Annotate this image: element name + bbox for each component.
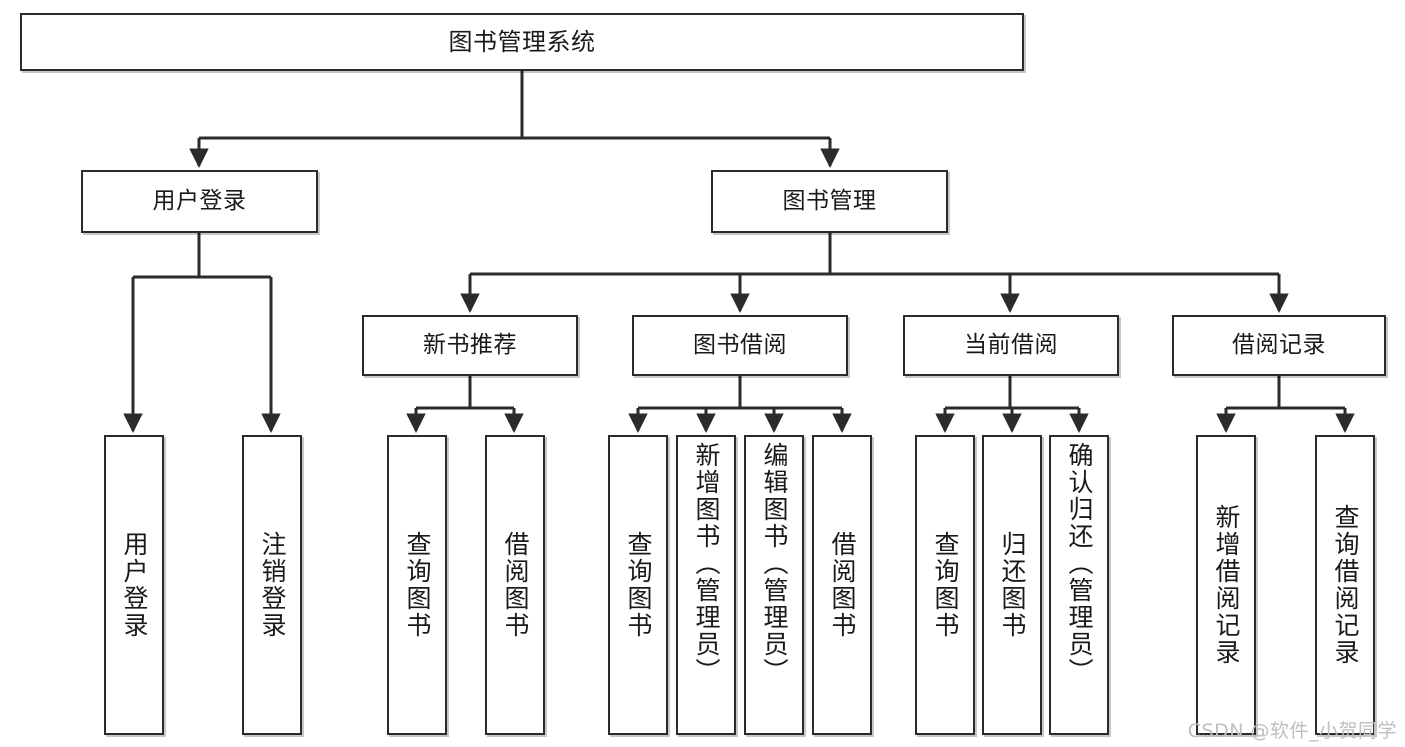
node-user-login[interactable]: 用户登录 [81,170,318,233]
node-label: 借阅图书 [828,531,857,639]
leaf-book-borrow-edit-book-admin[interactable]: 编辑图书（管理员） [744,435,804,735]
node-label: 借阅图书 [501,531,530,639]
node-label: 查询图书 [403,531,432,639]
leaf-borrow-record-query-record[interactable]: 查询借阅记录 [1315,435,1375,735]
csdn-watermark: CSDN @软件_小贺同学 [1187,720,1397,742]
node-label: 新增图书（管理员） [692,442,721,685]
node-label: 借阅记录 [1232,332,1326,358]
node-label: 用户登录 [120,531,149,639]
node-root-book-management-system[interactable]: 图书管理系统 [20,13,1024,71]
node-label: 新书推荐 [423,332,517,358]
node-label: 图书借阅 [693,332,787,358]
node-borrow-record[interactable]: 借阅记录 [1172,315,1386,376]
node-label: 新增借阅记录 [1212,504,1241,666]
node-label: 确认归还（管理员） [1065,442,1094,685]
node-new-book-recommend[interactable]: 新书推荐 [362,315,578,376]
leaf-borrow-record-add-record[interactable]: 新增借阅记录 [1196,435,1256,735]
node-label: 图书管理 [782,188,877,214]
leaf-book-borrow-add-book-admin[interactable]: 新增图书（管理员） [676,435,736,735]
node-label: 图书管理系统 [448,28,596,56]
leaf-book-borrow-borrow-book[interactable]: 借阅图书 [812,435,872,735]
leaf-current-borrow-return-book[interactable]: 归还图书 [982,435,1042,735]
node-label: 查询借阅记录 [1331,504,1360,666]
node-label: 查询图书 [624,531,653,639]
leaf-new-book-query-book[interactable]: 查询图书 [387,435,447,735]
node-label: 查询图书 [931,531,960,639]
leaf-current-borrow-confirm-return-admin[interactable]: 确认归还（管理员） [1049,435,1109,735]
leaf-user-login-login[interactable]: 用户登录 [104,435,164,735]
node-label: 归还图书 [998,531,1027,639]
node-label: 编辑图书（管理员） [760,442,789,685]
node-label: 用户登录 [152,188,247,214]
node-current-borrow[interactable]: 当前借阅 [903,315,1119,376]
leaf-new-book-borrow-book[interactable]: 借阅图书 [485,435,545,735]
node-book-borrow[interactable]: 图书借阅 [632,315,848,376]
node-label: 注销登录 [258,531,287,639]
node-book-management[interactable]: 图书管理 [711,170,948,233]
leaf-user-login-logout[interactable]: 注销登录 [242,435,302,735]
leaf-book-borrow-query-book[interactable]: 查询图书 [608,435,668,735]
leaf-current-borrow-query-book[interactable]: 查询图书 [915,435,975,735]
node-label: 当前借阅 [964,332,1058,358]
